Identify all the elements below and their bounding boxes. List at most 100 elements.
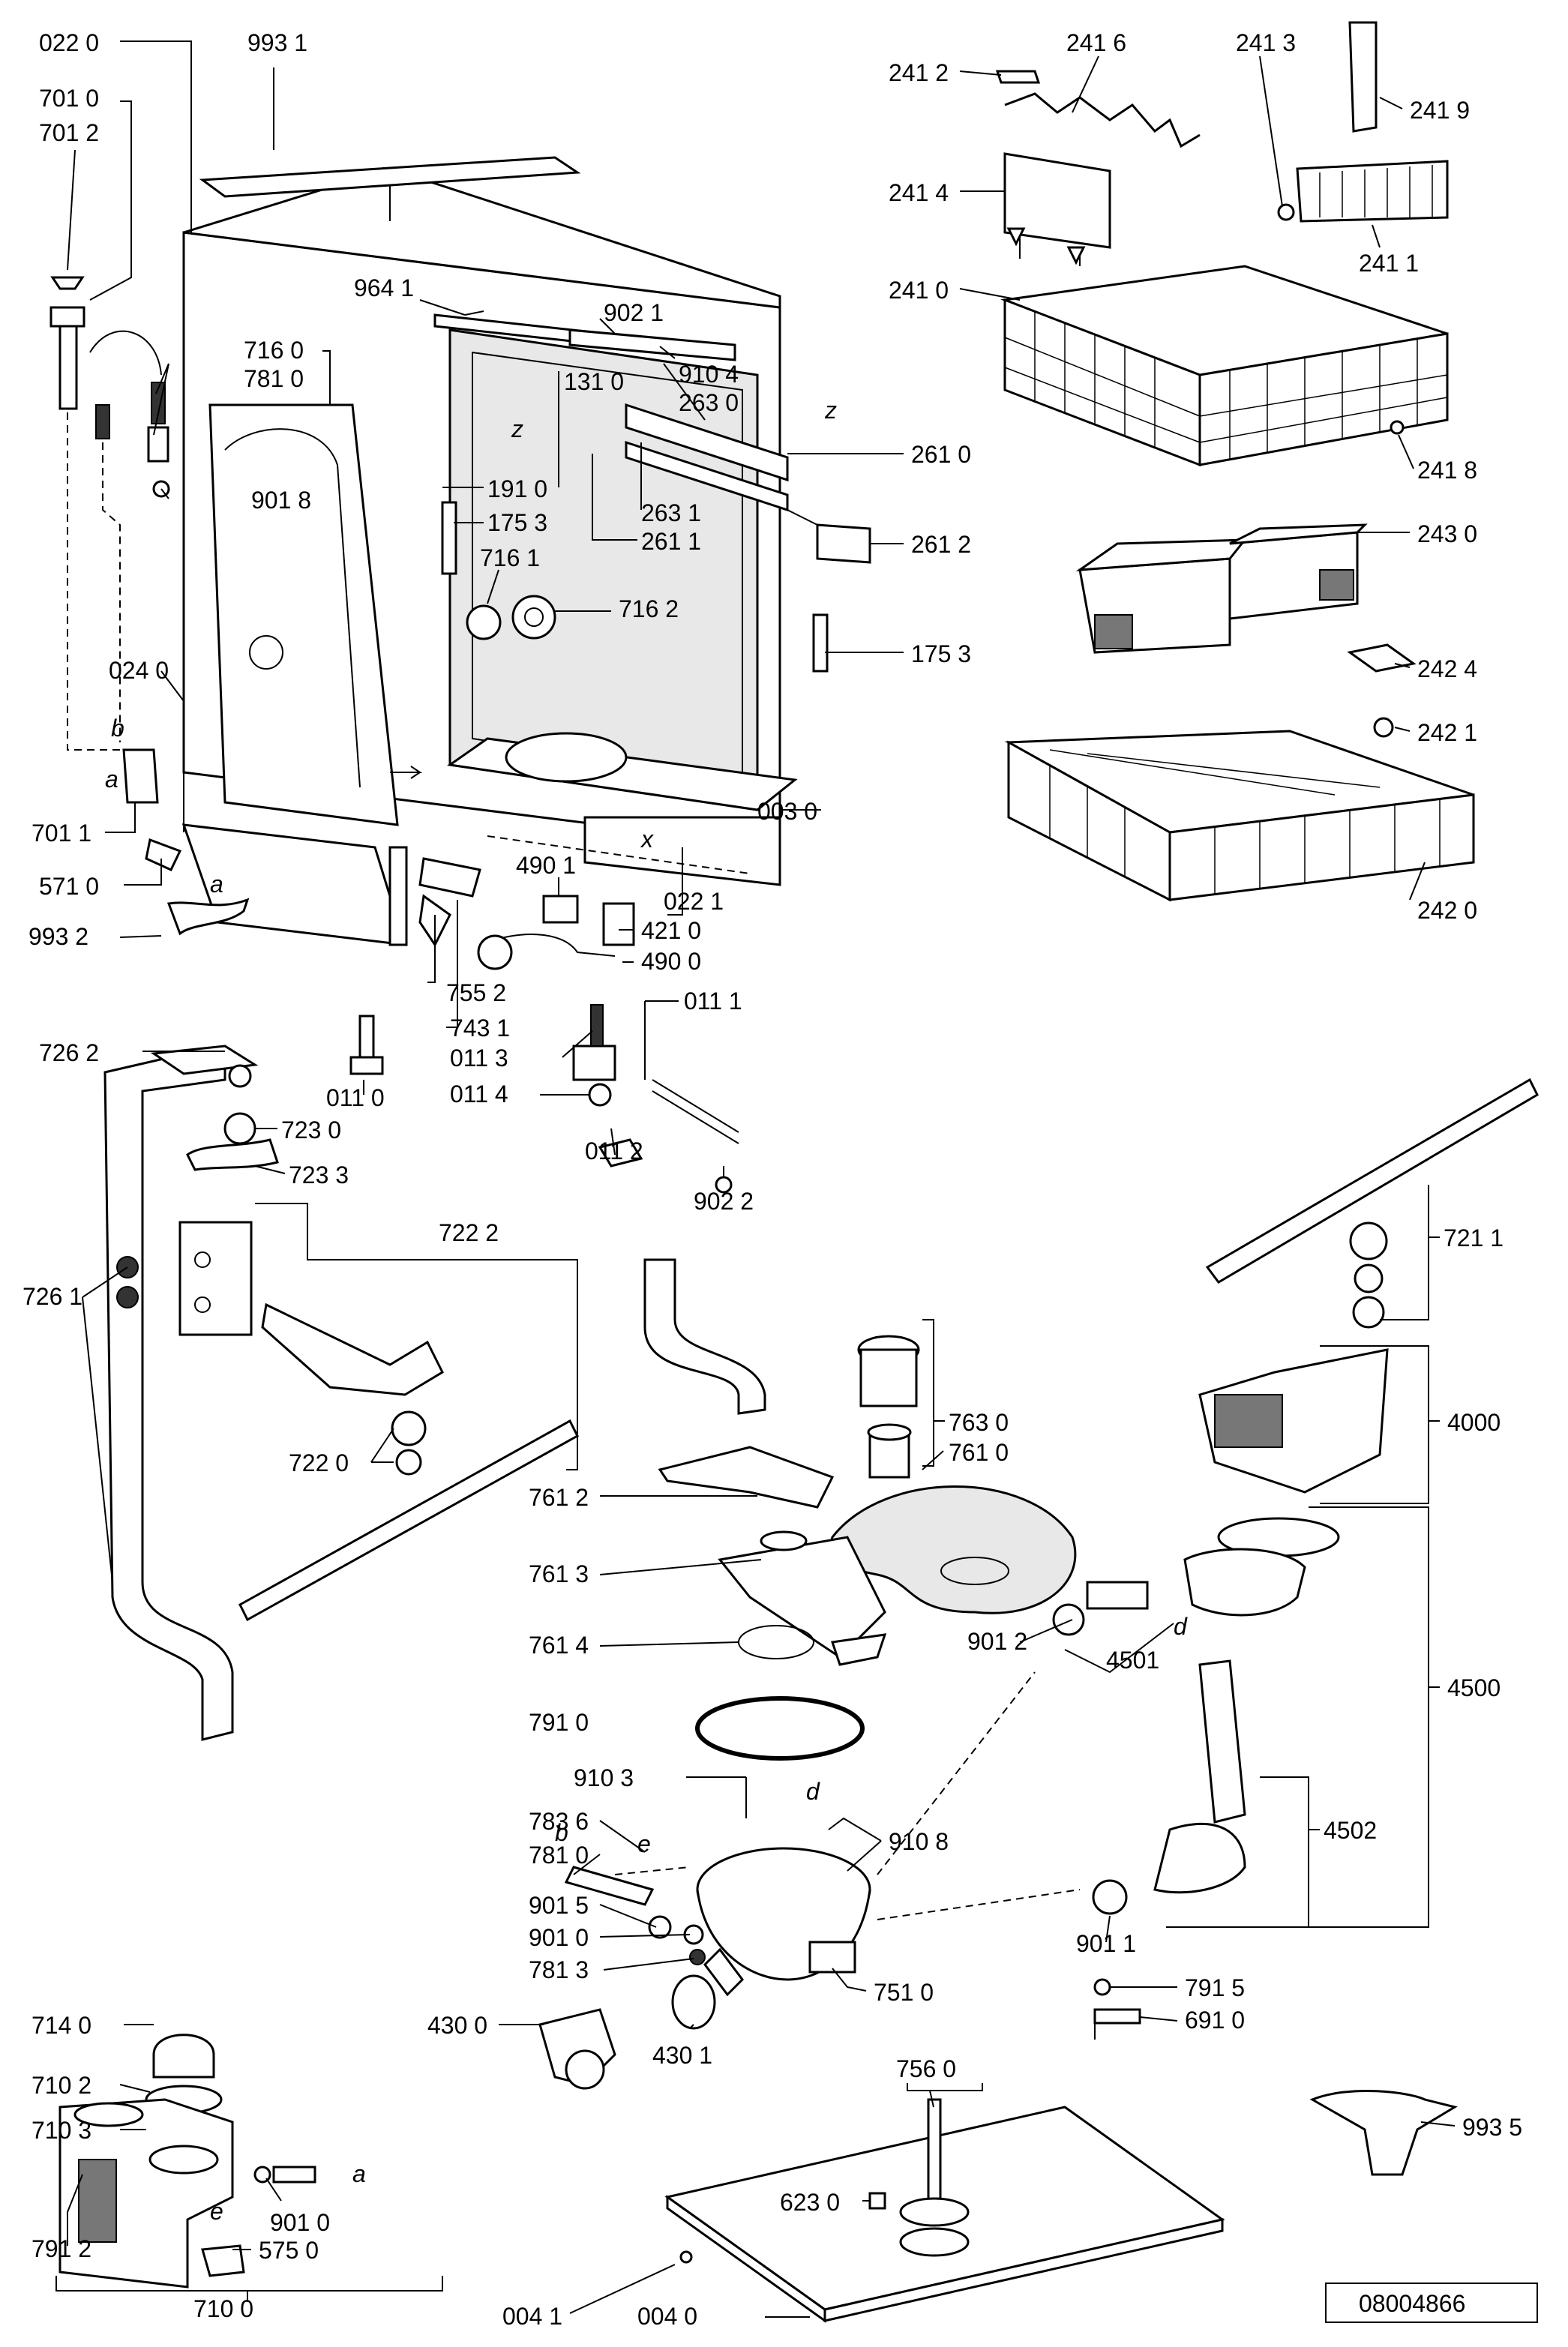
label-022-0: 022 0 <box>39 29 99 56</box>
sensor-691-0 <box>1093 1978 1141 2040</box>
marker-d-hose: d <box>1174 1613 1188 1640</box>
label-901-8: 901 8 <box>251 487 311 514</box>
label-722-2: 722 2 <box>439 1219 499 1246</box>
label-901-0-sump: 901 0 <box>529 1924 589 1951</box>
pipe-761-2 <box>643 1258 835 1509</box>
label-701-2: 701 2 <box>39 119 99 146</box>
label-761-0: 761 0 <box>949 1439 1009 1466</box>
label-430-0: 430 0 <box>427 2012 487 2039</box>
label-701-0: 701 0 <box>39 85 99 112</box>
label-261-0: 261 0 <box>911 441 971 468</box>
label-901-0-salt: 901 0 <box>270 2209 330 2236</box>
label-175-3-right: 175 3 <box>911 640 971 667</box>
upper-spray-arm-721-1 <box>1205 1078 1539 1329</box>
lower-basket-parts <box>1347 643 1417 738</box>
label-430-1: 430 1 <box>652 2042 712 2069</box>
label-781-0-bottom: 781 0 <box>529 1842 589 1869</box>
label-241-4: 241 4 <box>889 179 949 206</box>
label-241-2: 241 2 <box>889 59 949 86</box>
label-791-0: 791 0 <box>529 1709 589 1736</box>
letter-markers: b a a x z z d d b e e a <box>105 397 1188 2225</box>
label-4500: 4500 <box>1447 1674 1501 1701</box>
label-024-0: 024 0 <box>109 657 169 684</box>
label-691-0: 691 0 <box>1185 2007 1245 2034</box>
base-plate-004-0 <box>664 2098 1225 2323</box>
label-783-6: 783 6 <box>529 1808 589 1835</box>
marker-e-salt: e <box>210 2198 223 2225</box>
sump-751-0 <box>564 1671 1081 1997</box>
label-964-1: 964 1 <box>354 274 414 301</box>
label-743-1: 743 1 <box>450 1015 510 1042</box>
label-022-1: 022 1 <box>664 888 724 915</box>
pump-4000 <box>1198 1348 1389 1557</box>
label-710-0: 710 0 <box>193 2295 253 2322</box>
marker-a-left: a <box>105 766 118 793</box>
marker-x: x <box>640 826 654 853</box>
sump-cover-761-3 <box>718 1530 887 1666</box>
salt-container-710 <box>58 2034 316 2289</box>
label-011-3: 011 3 <box>450 1045 508 1072</box>
marker-a-wrench: a <box>210 871 223 898</box>
marker-b-top: b <box>111 715 124 742</box>
upper-basket-parts <box>995 21 1449 266</box>
label-242-4: 242 4 <box>1417 655 1477 682</box>
label-263-1: 263 1 <box>641 499 701 526</box>
label-011-1: 011 1 <box>684 988 742 1015</box>
hose-assembly-45 <box>1052 1548 1306 1915</box>
label-993-5: 993 5 <box>1462 2114 1522 2141</box>
label-261-1: 261 1 <box>641 528 701 555</box>
label-243-0: 243 0 <box>1417 520 1477 547</box>
label-781-0-top: 781 0 <box>244 365 304 392</box>
marker-z-left: z <box>511 415 523 442</box>
label-710-2: 710 2 <box>31 2072 91 2099</box>
label-241-1: 241 1 <box>1359 250 1419 277</box>
label-791-2: 791 2 <box>31 2235 91 2262</box>
label-241-3: 241 3 <box>1236 29 1296 56</box>
label-723-0: 723 0 <box>281 1117 341 1144</box>
label-993-1: 993 1 <box>247 29 307 56</box>
label-4502: 4502 <box>1324 1817 1377 1844</box>
label-242-0: 242 0 <box>1417 897 1477 924</box>
label-242-1: 242 1 <box>1417 719 1477 746</box>
label-011-0: 011 0 <box>326 1084 385 1111</box>
label-4000: 4000 <box>1447 1409 1501 1436</box>
label-901-1: 901 1 <box>1076 1930 1136 1957</box>
filter-763-0 <box>857 1335 920 1479</box>
upper-basket-241-0 <box>1000 265 1449 467</box>
direction-arrows <box>390 227 1086 779</box>
label-716-2: 716 2 <box>619 595 679 622</box>
label-241-9: 241 9 <box>1410 97 1470 124</box>
marker-d-sump: d <box>806 1778 820 1805</box>
label-791-5: 791 5 <box>1185 1974 1245 2001</box>
label-761-2: 761 2 <box>529 1484 589 1511</box>
top-panel-993-1 <box>199 156 581 198</box>
leader-lines <box>55 40 1456 2318</box>
label-910-4: 910 4 <box>679 361 739 388</box>
marker-e-sump: e <box>637 1830 651 1857</box>
label-722-0: 722 0 <box>289 1449 349 1476</box>
reference-number: 08004866 <box>1359 2290 1465 2317</box>
label-011-4: 011 4 <box>450 1081 508 1108</box>
label-261-2: 261 2 <box>911 531 971 558</box>
marker-b-sump: b <box>555 1819 568 1846</box>
supply-pipe-726 <box>103 1045 579 1741</box>
label-004-1: 004 1 <box>502 2303 562 2330</box>
reference-number-box: 08004866 <box>1325 2283 1538 2323</box>
marker-z-right: z <box>824 397 837 424</box>
drain-pump-430 <box>538 1974 716 2090</box>
label-902-2: 902 2 <box>694 1188 754 1215</box>
label-490-1: 490 1 <box>516 852 576 879</box>
label-761-3: 761 3 <box>529 1560 589 1587</box>
cutlery-basket-243-0 <box>1075 523 1368 654</box>
spray-seals <box>466 595 556 640</box>
label-993-2: 993 2 <box>28 923 88 950</box>
label-241-6: 241 6 <box>1066 29 1126 56</box>
label-761-4: 761 4 <box>529 1632 589 1659</box>
label-241-8: 241 8 <box>1417 457 1477 484</box>
cabinet-tub <box>181 167 798 946</box>
lower-basket-242-0 <box>1004 730 1475 902</box>
label-763-0: 763 0 <box>949 1409 1009 1436</box>
label-714-0: 714 0 <box>31 2012 91 2039</box>
label-910-3: 910 3 <box>574 1764 634 1791</box>
